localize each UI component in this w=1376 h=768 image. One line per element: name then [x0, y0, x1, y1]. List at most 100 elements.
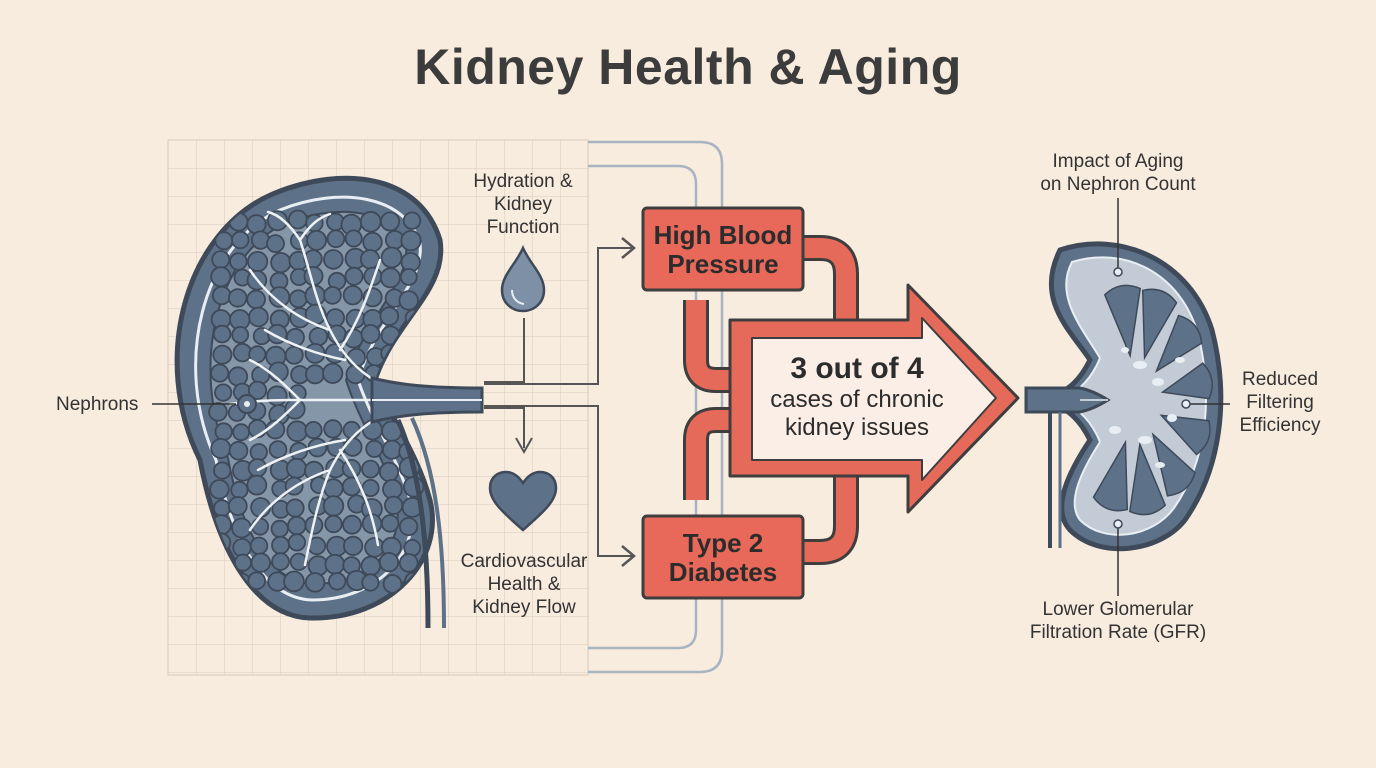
nephron-circle [227, 496, 248, 516]
nephron-circle [268, 440, 288, 459]
nephron-circle [247, 251, 269, 273]
nephron-circle [285, 498, 305, 518]
nephron-circle [227, 288, 248, 308]
nephron-circle [211, 285, 232, 306]
nephron-circle [328, 572, 347, 591]
nephron-circle [210, 266, 232, 288]
nephron-circle [231, 325, 250, 344]
connector-lines [484, 247, 632, 557]
nephron-circle [288, 289, 308, 309]
nephron-circle [346, 348, 367, 368]
nephron-circle [229, 252, 248, 271]
nephron-circle [214, 383, 233, 402]
risk-pipes [683, 235, 859, 565]
nephron-circle [227, 366, 249, 387]
renal-pyramid [1092, 439, 1129, 512]
nephron-circle [250, 552, 271, 573]
type-2-diabetes-text: Type 2 Diabetes [668, 528, 778, 587]
nephron-circle [360, 324, 381, 344]
nephron-circle [304, 420, 323, 440]
nephron-circle [248, 345, 267, 364]
nephron-circle [270, 252, 292, 274]
nephron-circle [398, 553, 419, 573]
label-reduced-filtering: Reduced Filtering Efficiency [1239, 369, 1321, 436]
nephron-circle [306, 229, 328, 251]
nephron-circle [213, 461, 232, 480]
box-high-blood-pressure [641, 206, 805, 292]
nephron-circle [345, 364, 366, 385]
nephron-circle [324, 514, 343, 534]
nephron-circle [247, 380, 268, 400]
nephron-circle [289, 552, 308, 571]
statistic-callout: 3 out of 4 cases of chronic kidney issue… [752, 352, 962, 442]
nephron-circle [399, 268, 418, 286]
nephron-circle [249, 536, 269, 556]
nephron-circle [325, 308, 346, 328]
renal-pyramid [1151, 432, 1196, 497]
nephron-circle [271, 552, 290, 571]
nephron-circle [380, 246, 403, 269]
nephron-circle [344, 229, 363, 248]
nephron-circle [211, 250, 231, 270]
nephron-circle [365, 439, 384, 458]
page-title: Kidney Health & Aging [414, 39, 962, 95]
nephron-circle [308, 326, 329, 347]
nephron-circle [344, 266, 364, 286]
nephron-circle [283, 570, 305, 593]
nephron-circle [359, 210, 382, 233]
nephron-circle [247, 571, 267, 590]
nephron-circle [209, 479, 230, 500]
nephron-circle [248, 306, 269, 328]
kidney-cross-section [174, 175, 484, 629]
nephron-circle [284, 398, 306, 420]
nephron-circle [360, 555, 382, 577]
label-hydration: Hydration & Kidney Function [473, 171, 573, 238]
nephron-circle [342, 535, 364, 557]
nephron-circle [287, 533, 306, 552]
nephron-circle [213, 499, 231, 518]
aging-kidney [1024, 241, 1224, 552]
renal-pyramid [1141, 288, 1178, 361]
nephron-circle [324, 553, 346, 575]
renal-pyramid [1154, 314, 1203, 373]
nephron-circle [323, 286, 342, 305]
nephron-circle [379, 267, 401, 289]
nephron-circle [383, 495, 404, 515]
nephron-circle [398, 290, 419, 311]
nephron-circle [210, 437, 232, 459]
nephron-circle [398, 516, 419, 537]
statistic-arrow [728, 283, 1020, 514]
nephron-circle [304, 364, 325, 385]
nephron-circle [323, 419, 343, 439]
nephron-circle [361, 573, 380, 592]
label-nephrons: Nephrons [56, 394, 139, 415]
nephron-circle [251, 517, 270, 536]
nephron-circle [361, 459, 380, 479]
high-blood-pressure-text: High Blood Pressure [653, 220, 793, 279]
nephron-circle [266, 234, 285, 254]
label-aging-nephron-count: Impact of Aging on Nephron Count [1040, 151, 1196, 195]
nephron-circle [323, 478, 344, 499]
nephron-circle [231, 230, 250, 250]
nephron-circle [212, 344, 233, 365]
nephron-circle [271, 535, 290, 555]
renal-pyramid [1160, 362, 1213, 400]
renal-pyramid [1128, 441, 1167, 516]
nephron-circle [342, 514, 362, 535]
nephron-circle [342, 437, 363, 457]
nephron-circle [361, 478, 380, 497]
nephron-circle [231, 517, 252, 539]
nephron-circle [266, 385, 288, 407]
nephron-circle [400, 230, 422, 252]
nephron-circle [380, 211, 401, 232]
nephron-circle [212, 324, 232, 344]
nephron-circle [214, 422, 233, 441]
nephron-circle [270, 519, 289, 539]
nephron-circle [208, 402, 228, 422]
nephron-circle [287, 209, 308, 230]
renal-pyramid [1103, 284, 1142, 359]
label-lower-gfr: Lower Glomerular Filtration Rate (GFR) [1029, 599, 1207, 643]
heart-icon [488, 470, 558, 532]
